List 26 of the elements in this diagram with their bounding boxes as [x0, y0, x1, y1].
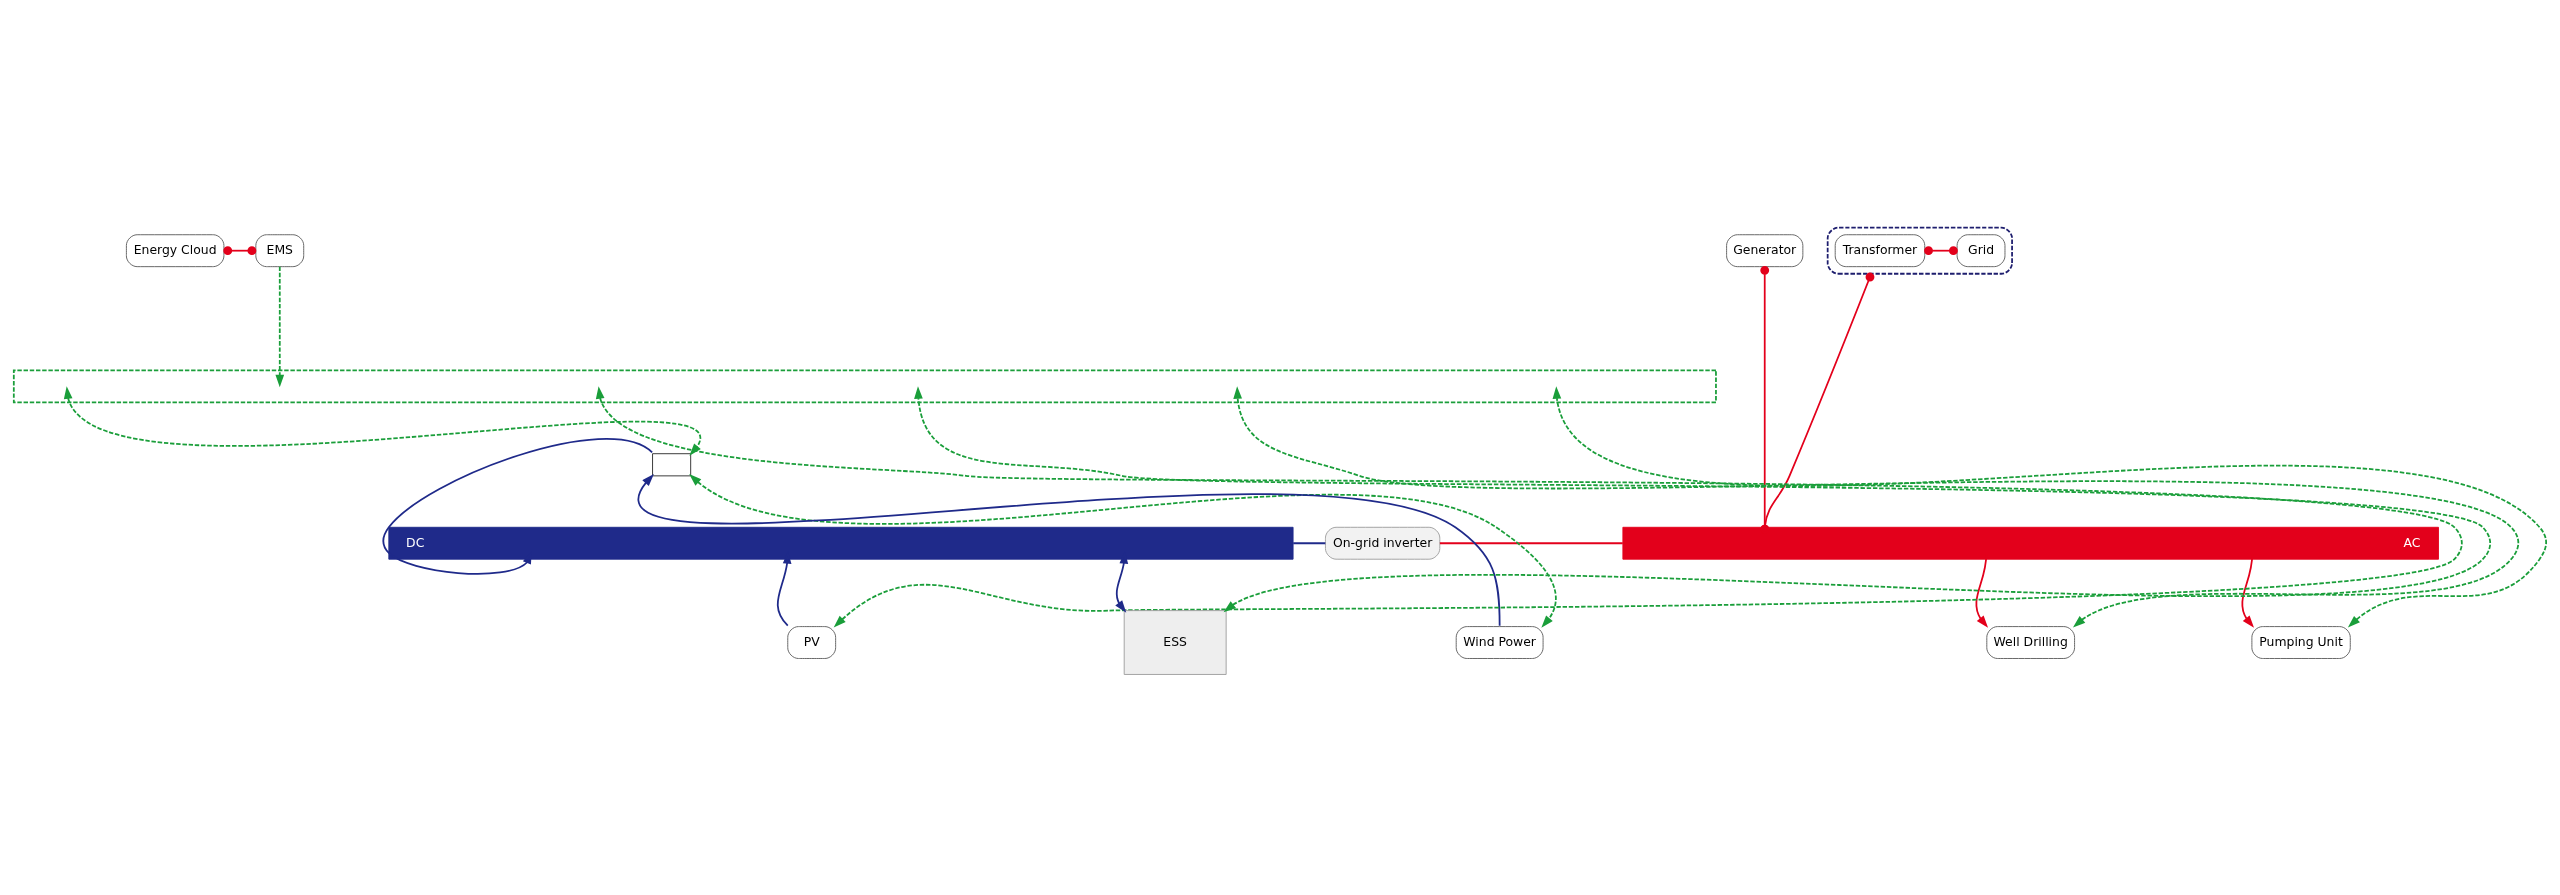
cluster — [1826, 226, 2013, 275]
node-box: Wind Power — [1455, 626, 1544, 659]
connector — [1439, 542, 1624, 545]
node-box: Pumping Unit — [2251, 626, 2351, 659]
node-box: On-grid inverter — [1325, 526, 1441, 560]
arrow — [914, 386, 2492, 613]
node-box: EMS — [255, 234, 305, 268]
node-box: PV — [787, 626, 837, 659]
arrow — [63, 386, 701, 456]
node-box — [652, 453, 692, 477]
node-box: Generator — [1726, 234, 1804, 268]
node-box: ESS — [1123, 610, 1227, 675]
node-box: Transformer — [1834, 234, 1926, 268]
connector — [223, 246, 257, 256]
connector — [1292, 542, 1327, 545]
arrow — [275, 265, 285, 388]
arrow — [595, 386, 2463, 628]
arrow — [1552, 386, 2547, 628]
arrow — [1233, 386, 2520, 628]
node-box: DC — [388, 526, 1294, 560]
node-bar — [12, 369, 1717, 404]
arrow — [382, 438, 653, 575]
node-box: Energy Cloud — [125, 234, 225, 268]
connector — [1924, 246, 1958, 256]
node-box: Grid — [1956, 234, 2006, 268]
node-box: Well Drilling — [1986, 626, 2075, 659]
